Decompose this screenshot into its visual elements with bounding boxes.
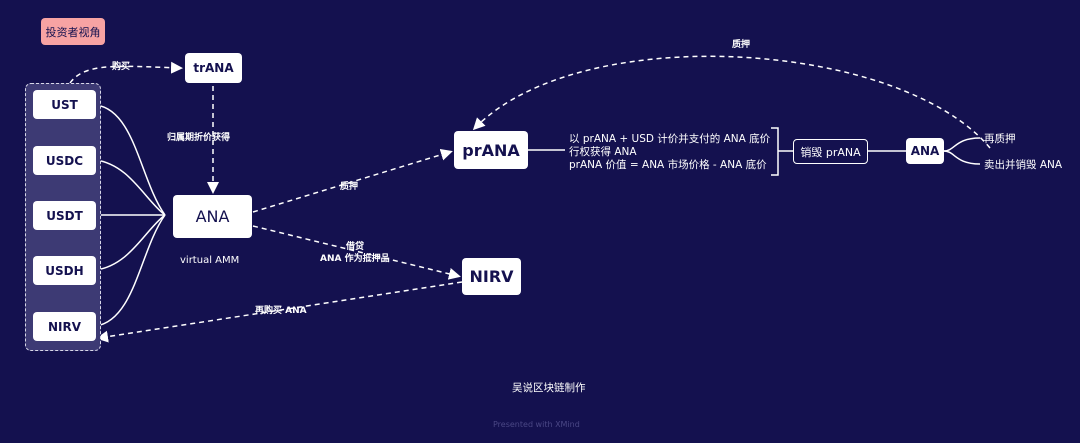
ust-to-ana-line (95, 104, 166, 216)
node-ust[interactable]: UST (33, 90, 96, 119)
node-trana[interactable]: trANA (185, 53, 242, 83)
restake-top-arrow (472, 55, 991, 149)
investor-perspective-tag: 投资者视角 (41, 18, 105, 45)
label-buy: 购买 (112, 62, 131, 72)
label-stake-top: 质押 (732, 40, 751, 50)
label-restake: 再质押 (984, 133, 1016, 145)
prana-desc-line-2: 行权获得 ANA (569, 146, 637, 158)
stablecoin-to-ana-connectors (95, 104, 166, 327)
desc-bracket (771, 127, 779, 176)
ana-to-restake-line (943, 137, 981, 152)
node-burn-prana[interactable]: 销毁 prANA (793, 139, 868, 164)
node-prana[interactable]: prANA (454, 131, 528, 169)
node-usdc[interactable]: USDC (33, 146, 96, 175)
node-nirv[interactable]: NIRV (462, 258, 521, 295)
label-vesting: 归属期折价获得 (167, 133, 231, 143)
node-ana[interactable]: ANA (173, 195, 252, 238)
ana-to-sell-line (943, 150, 981, 165)
nirv-to-ana-line (95, 214, 166, 327)
label-borrow: 借贷 (346, 242, 365, 252)
usdc-to-ana-line (95, 159, 166, 216)
credit-text: 吴说区块链制作 (512, 382, 586, 394)
label-sell-burn: 卖出并销毁 ANA (984, 159, 1063, 171)
label-rebuy: 再购买 ANA (255, 306, 307, 316)
node-nirv-stable[interactable]: NIRV (33, 312, 96, 341)
stake-arrow (252, 148, 453, 213)
rebuy-arrow (96, 281, 463, 343)
label-virtual-amm: virtual AMM (180, 255, 240, 266)
label-collateral: ANA 作为抵押品 (320, 254, 390, 264)
prana-desc-line-3: prANA 价值 = ANA 市场价格 - ANA 底价 (569, 159, 767, 171)
node-usdt[interactable]: USDT (33, 201, 96, 230)
label-stake: 质押 (340, 182, 359, 192)
prana-desc-line-1: 以 prANA + USD 计价并支付的 ANA 底价 (569, 133, 771, 145)
borrow-arrow (252, 225, 461, 280)
usdh-to-ana-line (95, 214, 166, 271)
footer-text: Presented with XMind (493, 420, 580, 429)
node-ana-right[interactable]: ANA (906, 138, 944, 164)
node-usdh[interactable]: USDH (33, 256, 96, 285)
